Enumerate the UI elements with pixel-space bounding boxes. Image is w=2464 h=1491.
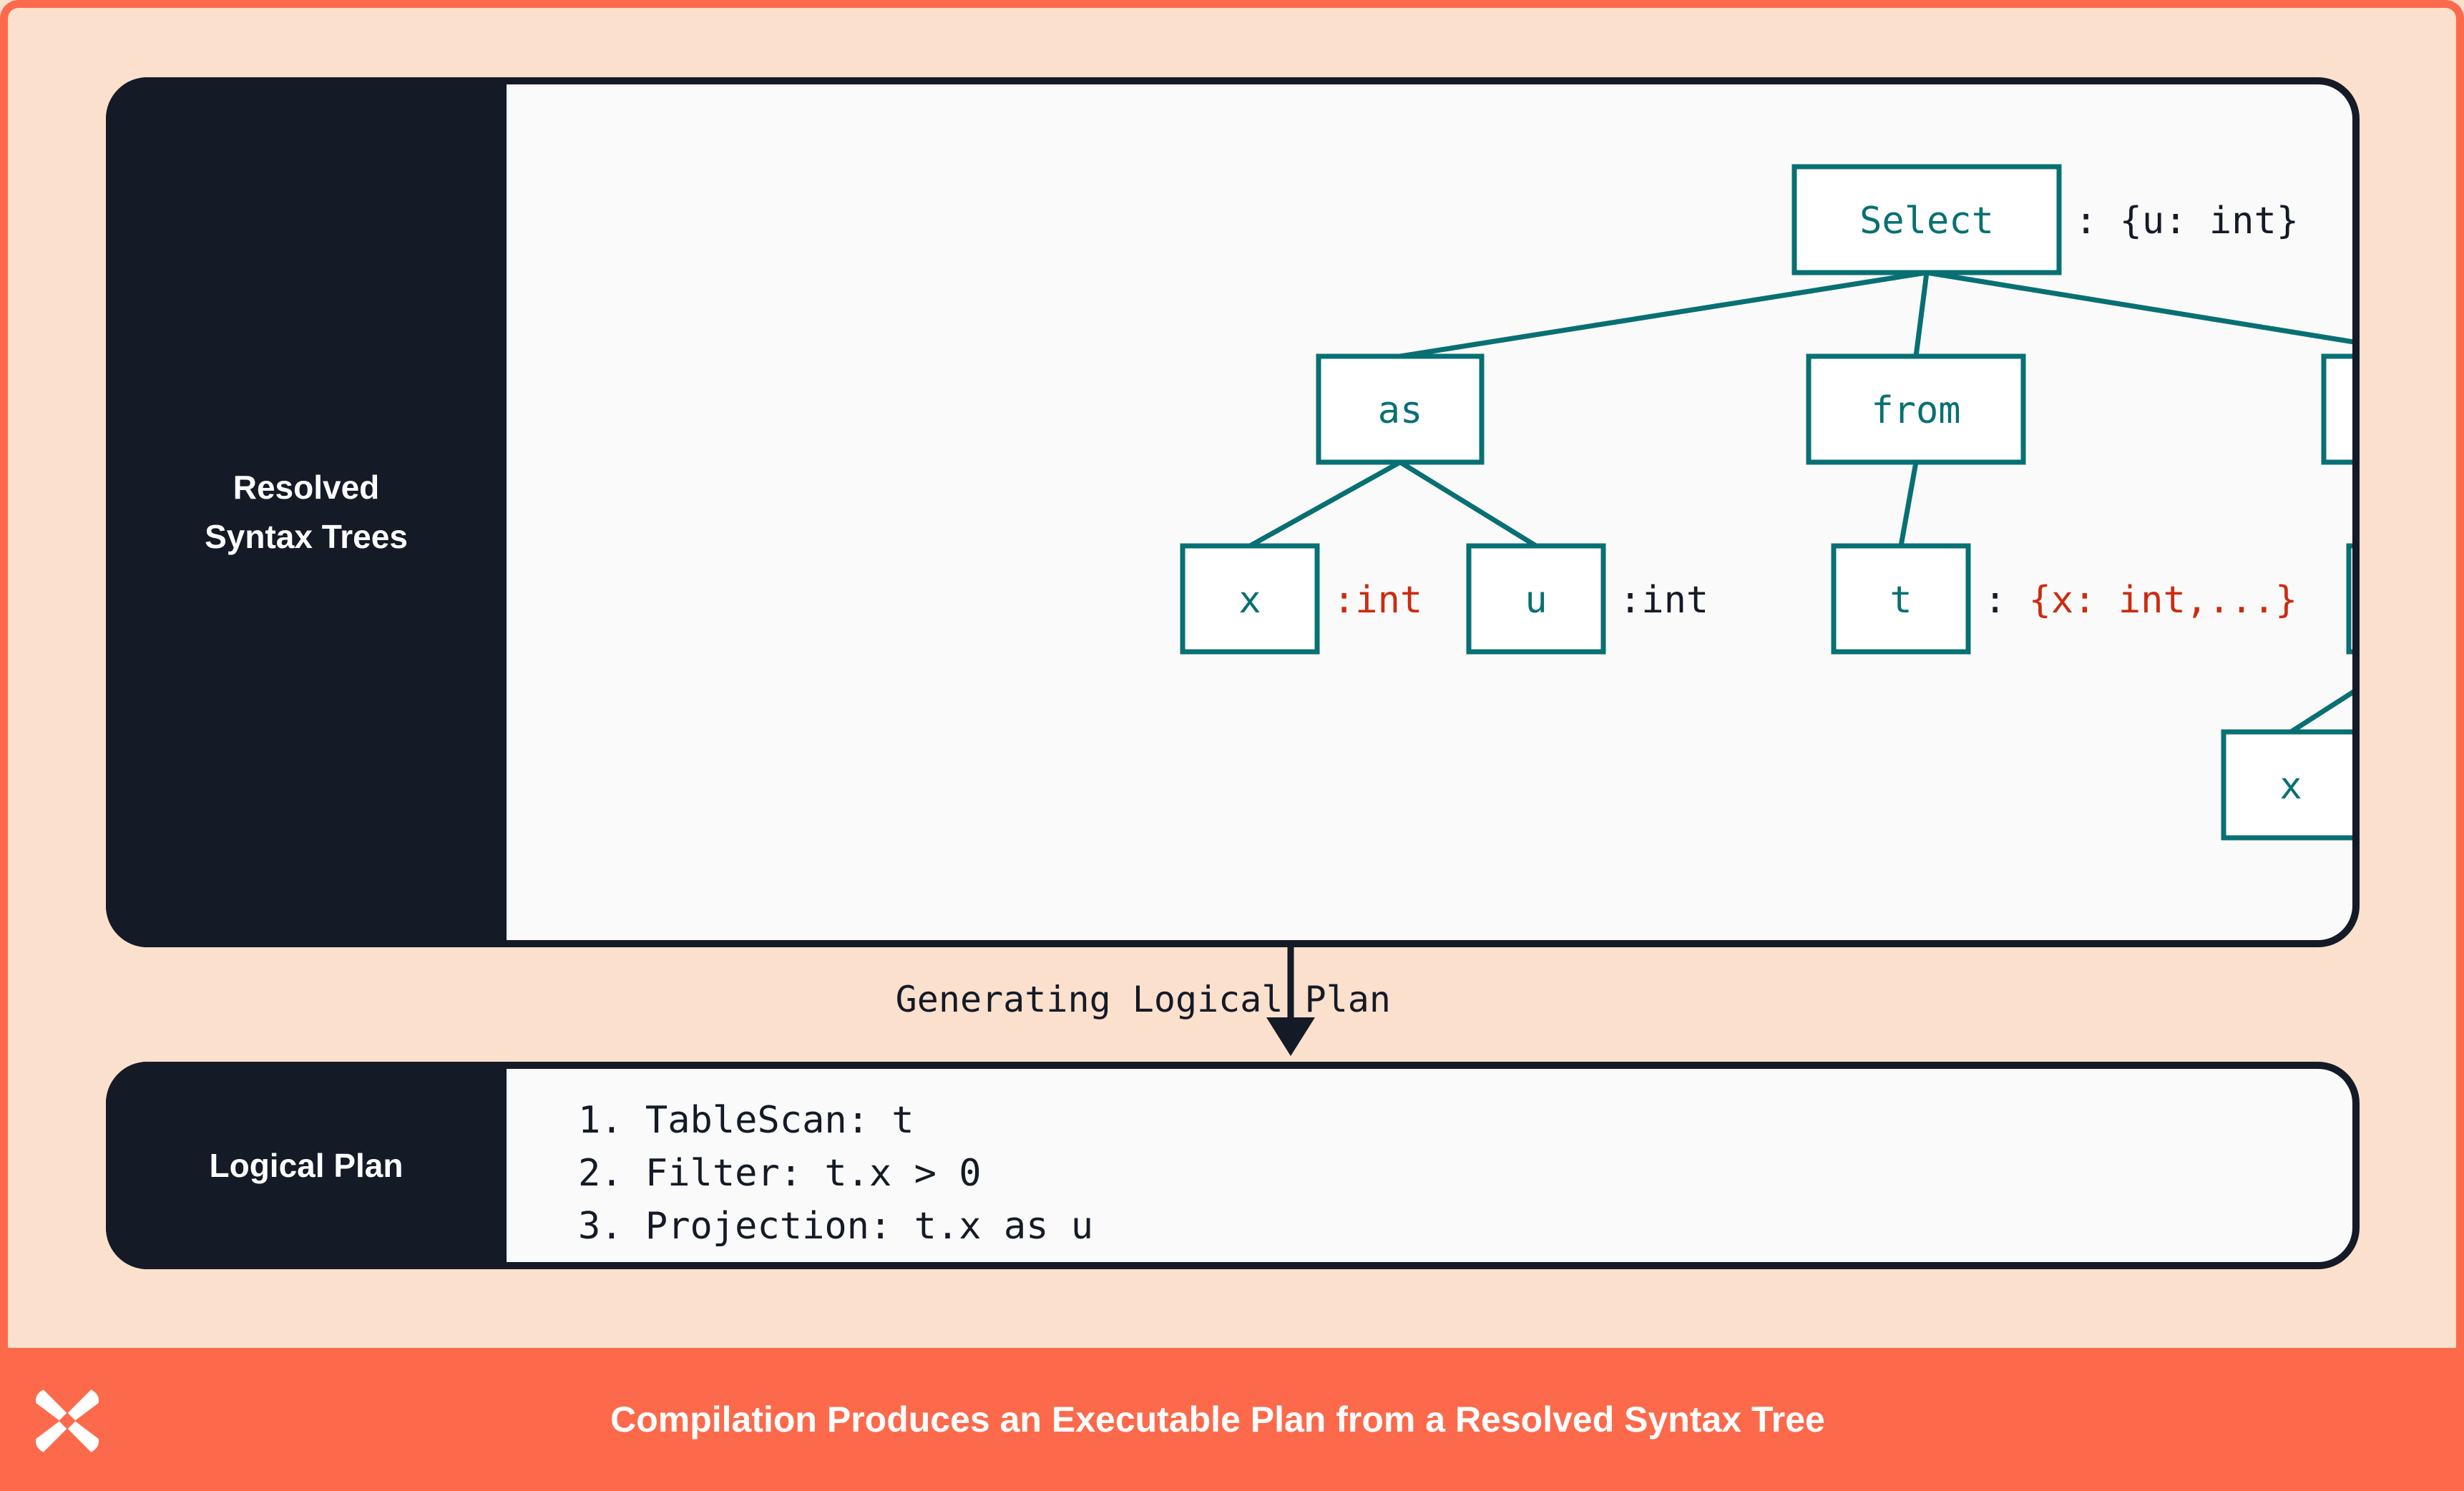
tree-edge (1898, 461, 1919, 547)
resolved-syntax-trees-panel: Resolved Syntax Trees Select : {u: int} as… (106, 77, 2360, 947)
tree-edge (1913, 272, 1930, 357)
transition-arrow-icon (1266, 947, 1315, 1056)
tree-edge (1248, 459, 1402, 549)
tree-node-from-t[interactable]: t : {x: int,...} (1831, 543, 2297, 655)
tree-node-gt-x[interactable]: x:int (2221, 729, 2352, 841)
plan-panel-label: Logical Plan (209, 1146, 404, 1184)
tree-node-label: x (1238, 579, 1261, 622)
tree-panel-label: Resolved Syntax Trees (205, 469, 408, 555)
tree-node-annotation: :int (1619, 579, 1708, 622)
tree-node-box (1831, 543, 1971, 655)
transition-label: Generating Logical Plan (895, 979, 1391, 1020)
tree-node-where[interactable]: where (2321, 353, 2352, 465)
tree-node-label: t (1889, 579, 1912, 622)
tree-node-as-u[interactable]: u :int (1466, 543, 1708, 655)
logical-plan-step: 2. Filter: t.x > 0 (578, 1151, 982, 1195)
tree-node-annotation: :int (1333, 579, 1422, 622)
tree-node-box (2321, 353, 2352, 465)
tree-node-label: Select (1859, 200, 1994, 243)
tree-node-label: u (1525, 579, 1547, 622)
tree-node-annotation: : {x: int,...} (1984, 579, 2297, 622)
logical-plan-step-list: 1. TableScan: t 2. Filter: t.x > 0 3. Proj… (507, 1069, 2352, 1253)
tree-node-box (1791, 164, 2062, 275)
tree-node-box (1316, 353, 1485, 465)
tree-node-gt[interactable]: >:bool (2346, 543, 2352, 655)
syntax-tree-graphic: Select: {u: int}asfromwherex:intu:intt: … (1180, 164, 2352, 841)
tree-node-annotation: : {u: int} (2075, 200, 2299, 243)
tree-node-from[interactable]: from (1806, 353, 2026, 465)
tree-node-as[interactable]: as (1316, 353, 1485, 465)
tree-node-box (1466, 543, 1606, 655)
tree-node-layer: Select: {u: int}asfromwherex:intu:intt: … (1180, 164, 2352, 841)
transition-region: Generating Logical Plan (106, 947, 2360, 1062)
footer-caption: Compilation Produces an Executable Plan … (610, 1399, 1825, 1439)
tree-edge (1926, 270, 2352, 345)
plan-panel-rail: Logical Plan (106, 1062, 507, 1269)
tree-panel-body: Select: {u: int}asfromwherex:intu:intt: … (507, 84, 2352, 940)
tree-node-label: as (1378, 389, 1423, 432)
x-star-logo-icon (36, 1389, 99, 1452)
tree-node-box (2221, 729, 2352, 841)
tree-node-label: from (1871, 389, 1960, 432)
tree-node-label: x (2279, 765, 2302, 808)
tree-node-box (2346, 543, 2352, 655)
tree-edge (1399, 460, 1537, 548)
plan-panel-body: 1. TableScan: t 2. Filter: t.x > 0 3. Proj… (507, 1069, 2352, 1262)
tree-edge (2289, 689, 2352, 734)
tree-panel-rail: Resolved Syntax Trees (106, 77, 507, 947)
tree-edge-layer (1248, 270, 2352, 734)
footer-bar: Compilation Produces an Executable Plan … (0, 1348, 2464, 1491)
logical-plan-panel: Logical Plan 1. TableScan: t 2. Filter: t… (106, 1062, 2360, 1269)
tree-node-select[interactable]: Select : {u: int} (1791, 164, 2299, 275)
tree-edge (1399, 270, 1927, 359)
tree-node-box (1806, 353, 2026, 465)
logical-plan-step: 3. Projection: t.x as u (578, 1204, 1094, 1248)
tree-node-as-x[interactable]: x :int (1180, 543, 1422, 655)
tree-node-box (1180, 543, 1320, 655)
logical-plan-step: 1. TableScan: t (578, 1099, 914, 1142)
